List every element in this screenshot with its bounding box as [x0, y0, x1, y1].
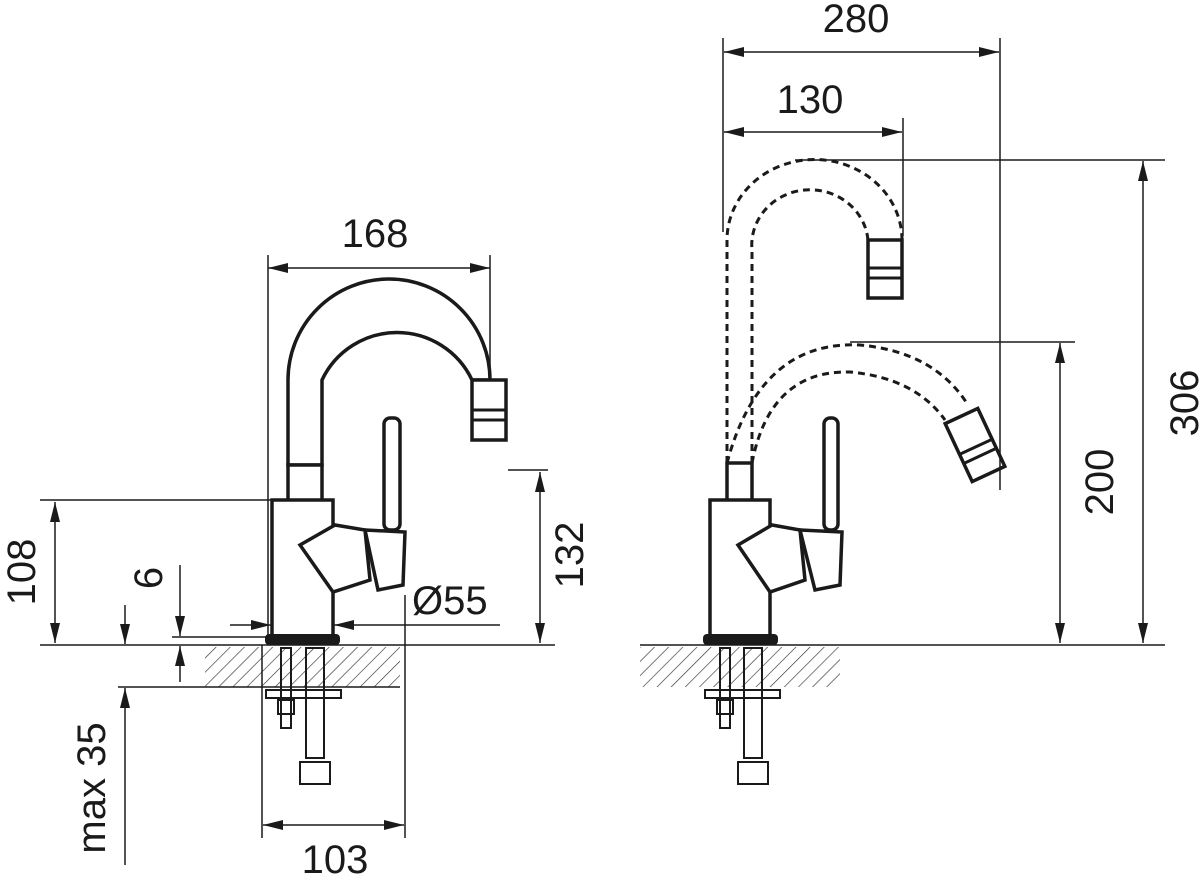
label-132: 132	[548, 522, 592, 589]
spout-lowered-outer	[725, 343, 970, 464]
label-306: 306	[1163, 370, 1200, 437]
label-168: 168	[342, 212, 409, 256]
handle-cap	[362, 528, 407, 593]
label-108: 108	[0, 539, 44, 606]
label-max-35: max 35	[70, 722, 114, 853]
label-200: 200	[1078, 449, 1122, 516]
body-right	[708, 498, 772, 639]
label-130: 130	[777, 78, 844, 122]
lever-handle-right	[822, 416, 840, 532]
label-6: 6	[127, 567, 171, 589]
left-view: 168 132 108 6 max 35 Ø55 103	[0, 212, 592, 881]
right-view: 280 130 306 200	[640, 0, 1200, 785]
mounting-stud	[280, 647, 292, 729]
lever-handle	[382, 416, 402, 532]
spout-lowered-inner	[750, 370, 947, 464]
base-plate-right	[703, 634, 778, 645]
handle-cartridge	[297, 523, 372, 595]
spout	[286, 277, 492, 467]
supply-hose	[305, 647, 325, 759]
spout-raised-inner	[750, 188, 870, 463]
label-280: 280	[823, 0, 890, 41]
hose-nut	[299, 761, 331, 785]
neck	[286, 463, 324, 503]
base-plate	[265, 634, 340, 645]
label-103: 103	[302, 838, 369, 881]
countertop-hatch-left	[205, 647, 400, 687]
neck-right	[725, 461, 754, 503]
spout-raised-outer	[725, 158, 904, 463]
aerator-lowered	[942, 406, 1008, 484]
countertop-hatch-right	[640, 647, 840, 687]
label-diameter-55: Ø55	[412, 579, 488, 623]
